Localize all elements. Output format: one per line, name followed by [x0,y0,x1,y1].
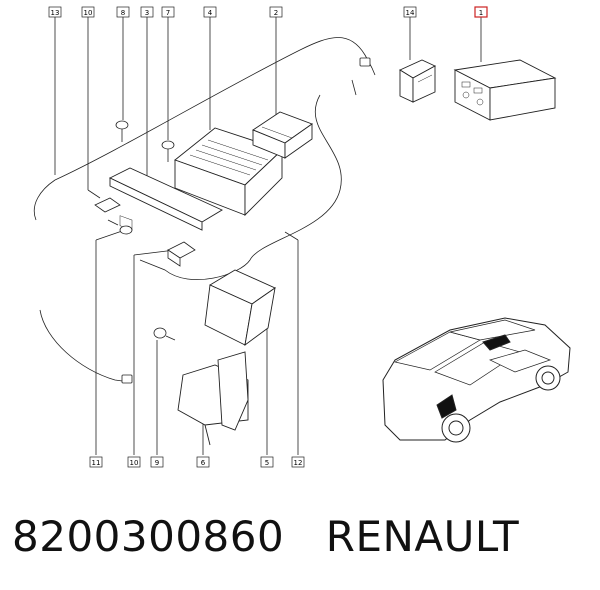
lower-harness [39,309,131,383]
svg-text:5: 5 [265,459,269,467]
user-manual [399,59,437,103]
part-number: 8200300860 [12,512,285,561]
svg-text:11: 11 [92,459,101,467]
radio-control-unit [453,59,557,121]
brand-name: RENAULT [325,512,520,561]
svg-text:7: 7 [166,9,170,17]
screw-7 [161,140,175,162]
svg-text:10: 10 [130,459,139,467]
protective-cover [204,269,276,347]
screw-11 [107,219,133,235]
svg-text:9: 9 [155,459,159,467]
svg-text:14: 14 [406,9,415,17]
svg-text:13: 13 [51,9,60,17]
clip-10 [167,241,196,267]
small-bracket-10 [94,197,121,213]
footer-caption: 8200300860 RENAULT [12,512,519,561]
svg-text:1: 1 [479,9,483,17]
svg-text:2: 2 [274,9,278,17]
svg-text:3: 3 [145,9,149,17]
memory-cartridge [252,111,313,159]
connector-top [359,57,371,67]
screw-8 [115,120,129,142]
screw-9 [153,327,176,341]
mounting-bracket [108,167,223,231]
connector-lower [121,374,133,384]
svg-text:12: 12 [294,459,303,467]
wiring-harness [33,37,373,221]
antenna-cable [139,67,376,281]
svg-text:8: 8 [121,9,125,17]
svg-text:10: 10 [84,9,93,17]
support-bracket [177,351,249,446]
vehicle-illustration [382,317,571,443]
svg-text:4: 4 [208,9,213,17]
svg-text:6: 6 [201,459,206,467]
exploded-parts-diagram: 13 10 8 3 7 4 2 14 1 11 10 9 6 5 12 [33,6,571,468]
